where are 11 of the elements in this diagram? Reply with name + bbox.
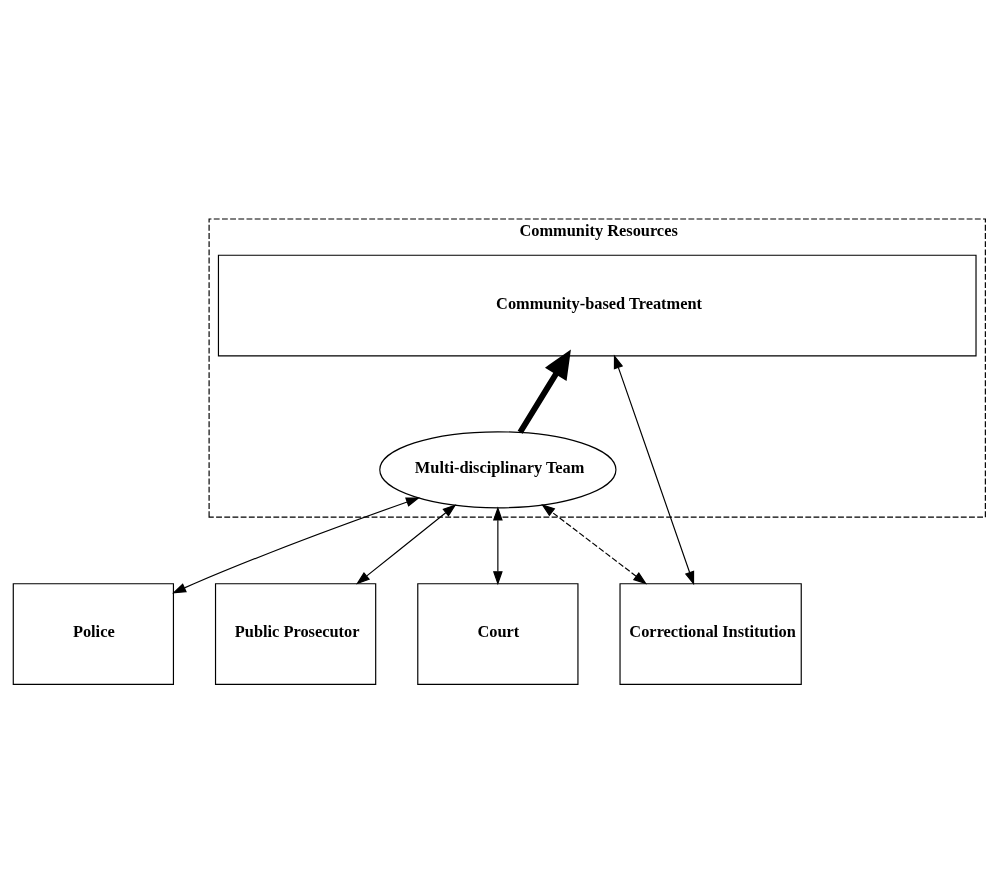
node-box: Correctional Institution	[619, 582, 802, 685]
node-box: Community-based Treatment	[217, 254, 977, 356]
arrow	[356, 503, 457, 585]
arrow	[541, 503, 648, 584]
arrow	[517, 349, 571, 434]
node-box: Public Prosecutor	[214, 582, 377, 685]
arrow	[613, 354, 695, 585]
arrow	[172, 497, 420, 593]
arrow	[492, 506, 503, 585]
node-box: Court	[417, 582, 579, 685]
node-box: Police	[12, 582, 175, 685]
